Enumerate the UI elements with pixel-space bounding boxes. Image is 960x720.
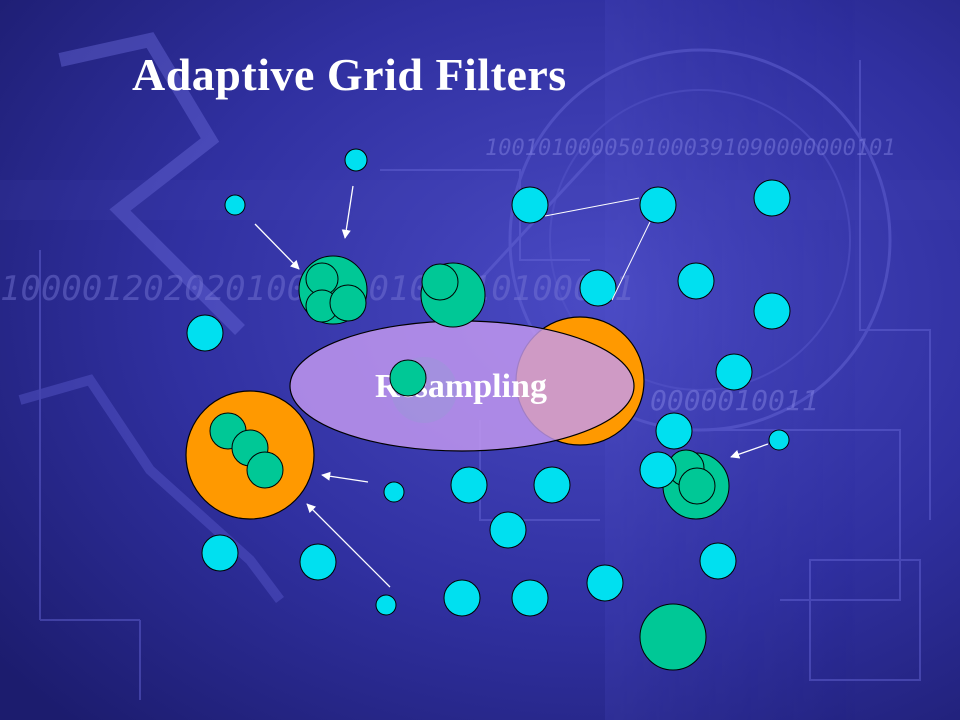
arrow <box>254 223 300 270</box>
particles <box>186 148 791 617</box>
particle <box>344 148 368 172</box>
particle <box>186 314 224 352</box>
arrow <box>341 185 354 239</box>
arrows <box>254 185 769 588</box>
binary-string-1: 1001010000501000391090000000101 <box>485 136 896 161</box>
particle <box>579 269 617 307</box>
particle <box>655 412 693 450</box>
particle <box>511 579 549 617</box>
particle <box>715 353 753 391</box>
connector-lines <box>544 197 651 301</box>
particle <box>224 194 246 216</box>
particle <box>586 564 624 602</box>
particle-cluster-left <box>209 412 284 489</box>
particle-in-ellipse <box>389 359 427 397</box>
connector-line <box>544 197 640 217</box>
particle-cluster-right <box>662 449 730 520</box>
connector-line <box>611 221 651 301</box>
particle <box>443 579 481 617</box>
arrow <box>730 443 769 459</box>
particle-cluster-top-center <box>420 262 486 328</box>
particle-cluster-bottom <box>639 603 707 671</box>
particle <box>375 594 397 616</box>
particle <box>533 466 571 504</box>
particle <box>450 466 488 504</box>
particle-cluster-top-left <box>298 255 368 325</box>
particle <box>753 292 791 330</box>
particle <box>677 262 715 300</box>
particle <box>299 543 337 581</box>
particle <box>639 186 677 224</box>
resampling-ellipse: Resampling <box>289 320 635 452</box>
particle <box>383 481 405 503</box>
arrow <box>321 471 369 483</box>
page-title: Adaptive Grid Filters <box>132 49 567 100</box>
particle <box>753 179 791 217</box>
particle <box>511 186 549 224</box>
particle <box>768 429 790 451</box>
particle <box>699 542 737 580</box>
particle <box>489 511 527 549</box>
arrow <box>306 503 391 588</box>
particle <box>201 534 239 572</box>
particle-overlap-right <box>639 451 677 489</box>
